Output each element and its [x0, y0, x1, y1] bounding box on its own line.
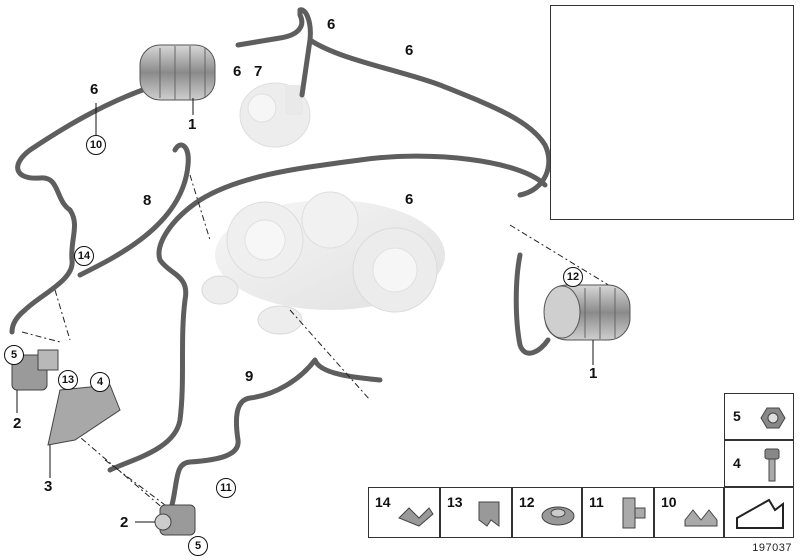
arrow-icon: [736, 498, 784, 529]
hose-6-mid: [107, 153, 548, 473]
callout-9: 9: [245, 368, 254, 385]
callout-leaders: [16, 98, 594, 523]
callout-8: 8: [143, 192, 152, 209]
legend-number: 4: [733, 455, 741, 471]
bolt-icon: [764, 448, 780, 482]
hose-6-right: [307, 37, 552, 198]
callout-circle-5: 5: [188, 536, 208, 556]
callout-7: 7: [254, 63, 263, 80]
vacuum-reservoir-top: [139, 44, 216, 101]
callout-6: 6: [90, 81, 99, 98]
clamp-icon: [622, 497, 646, 529]
nut-icon: [760, 407, 786, 429]
legend-cell-12: 12: [512, 487, 582, 538]
legend-cell-13: 13: [440, 487, 512, 538]
engine-location-inset: [550, 5, 794, 220]
callout-circle-14: 14: [74, 246, 94, 266]
hose-8: [77, 142, 191, 278]
turbocharger-ghost: [201, 191, 445, 335]
callout-circle-10: 10: [86, 135, 106, 155]
legend-number: 10: [661, 494, 677, 510]
pressure-converter-upper: [11, 349, 59, 391]
hose-9: [169, 357, 383, 508]
callout-2: 2: [13, 415, 22, 432]
bracket-3: [47, 384, 121, 446]
legend-cell-arrow: [724, 487, 794, 538]
legend-number: 12: [519, 494, 535, 510]
callout-1: 1: [589, 365, 598, 382]
legend-cell-10: 10: [654, 487, 724, 538]
hose-6-top: [235, 7, 313, 98]
legend-cell-14: 14: [368, 487, 440, 538]
hose-6-left: [9, 85, 151, 335]
callout-circle-11: 11: [216, 478, 236, 498]
clip-icon: [398, 507, 434, 527]
callout-6: 6: [405, 42, 414, 59]
legend-number: 14: [375, 494, 391, 510]
callout-circle-5: 5: [4, 345, 24, 365]
legend-row: 14 13 12 11 10: [368, 487, 794, 538]
catalog-number: 197037: [752, 542, 792, 554]
callout-circle-4: 4: [90, 372, 110, 392]
clip-icon: [478, 501, 500, 527]
hose-12: [513, 252, 551, 356]
callout-2: 2: [120, 514, 129, 531]
pressure-converter-lower: [154, 504, 196, 536]
callout-circle-13: 13: [58, 370, 78, 390]
vacuum-pump-ghost: [239, 82, 311, 148]
callout-6: 6: [233, 63, 242, 80]
legend-cell-4: 4: [724, 440, 794, 487]
vacuum-hoses: [9, 7, 552, 508]
callout-circle-12: 12: [563, 267, 583, 287]
legend-cell-5: 5: [724, 393, 794, 440]
legend-number: 5: [733, 408, 741, 424]
callout-3: 3: [44, 478, 53, 495]
holder-icon: [684, 509, 718, 527]
callout-1: 1: [188, 116, 197, 133]
callout-6: 6: [405, 191, 414, 208]
legend-number: 13: [447, 494, 463, 510]
vacuum-reservoir-right: [543, 284, 631, 341]
legend-number: 11: [589, 494, 604, 510]
callout-6: 6: [327, 16, 336, 33]
grommet-icon: [541, 506, 575, 526]
legend-cell-11: 11: [582, 487, 654, 538]
